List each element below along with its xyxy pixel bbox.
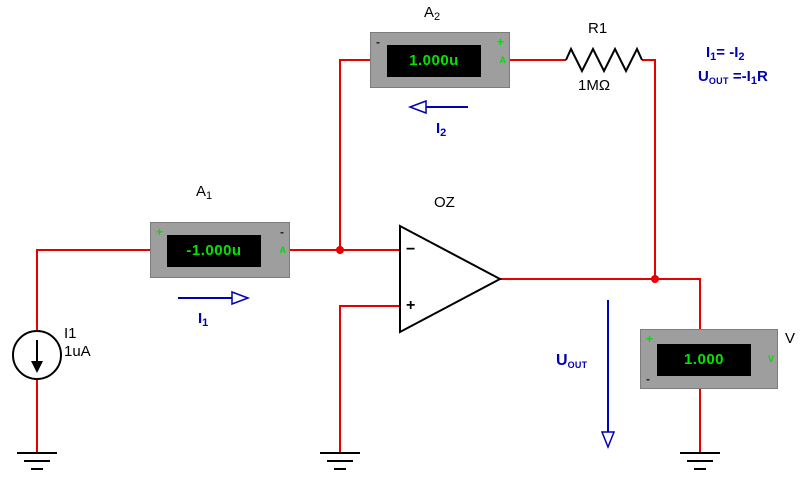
voltmeter-label: V xyxy=(785,330,796,347)
wire-r1-to-output-node[interactable] xyxy=(642,59,656,279)
a1-negative-terminal: - xyxy=(280,225,284,239)
a2-negative-terminal: - xyxy=(376,35,380,49)
current-arrow-i2 xyxy=(407,99,468,115)
resistor-r1[interactable] xyxy=(565,46,643,74)
ground-symbol-opamp[interactable] xyxy=(320,452,360,470)
source-name-label: I1 xyxy=(64,325,77,342)
ground-symbol-source[interactable] xyxy=(17,452,57,470)
voltmeter-unit: V xyxy=(767,354,774,364)
i2-current-label: I2 xyxy=(436,120,447,139)
resistor-name-label: R1 xyxy=(588,20,608,37)
a2-unit: A xyxy=(499,55,507,65)
equation-current-relation: I1= -I2 xyxy=(706,44,745,63)
wire-source-to-a1[interactable] xyxy=(36,249,150,331)
i1-current-label: I1 xyxy=(198,310,209,329)
opamp-noninverting-input-sign: + xyxy=(406,297,416,314)
a1-label: A1 xyxy=(196,183,213,202)
ground-symbol-voltmeter[interactable] xyxy=(680,452,720,470)
junction-dot-input xyxy=(336,246,344,254)
a2-display: 1.000u xyxy=(387,45,481,77)
equation-output-voltage: UOUT =-I1R xyxy=(698,68,768,87)
a1-unit: A xyxy=(279,245,287,255)
a2-label: A2 xyxy=(424,4,441,23)
a1-positive-terminal: + xyxy=(156,225,164,239)
resistor-value-label: 1MΩ xyxy=(578,77,611,94)
ammeter-a2[interactable]: - + 1.000u A xyxy=(370,32,510,88)
opamp-body[interactable] xyxy=(399,224,503,334)
voltmeter-positive-terminal: + xyxy=(646,332,654,346)
uout-arrow xyxy=(600,300,616,450)
source-value-label: 1uA xyxy=(64,343,91,360)
uout-label: UOUT xyxy=(556,352,588,370)
voltmeter[interactable]: + - 1.000 V xyxy=(640,329,778,389)
opamp-name-label: OZ xyxy=(434,194,455,211)
ammeter-a1[interactable]: + - -1.000u A xyxy=(150,222,290,278)
current-source-i1[interactable] xyxy=(12,330,62,380)
a2-positive-terminal: + xyxy=(496,35,504,49)
a1-display: -1.000u xyxy=(167,235,261,267)
junction-dot-output xyxy=(651,275,659,283)
wire-opamp-plus-to-ground[interactable] xyxy=(339,305,400,453)
voltmeter-display: 1.000 xyxy=(657,344,751,376)
wire-junction-to-a2[interactable] xyxy=(339,59,370,250)
opamp-inverting-input-sign: − xyxy=(406,241,416,258)
current-arrow-i1 xyxy=(178,290,251,306)
wire-opamp-output-to-voltmeter[interactable] xyxy=(500,278,701,330)
voltmeter-negative-terminal: - xyxy=(646,372,650,386)
